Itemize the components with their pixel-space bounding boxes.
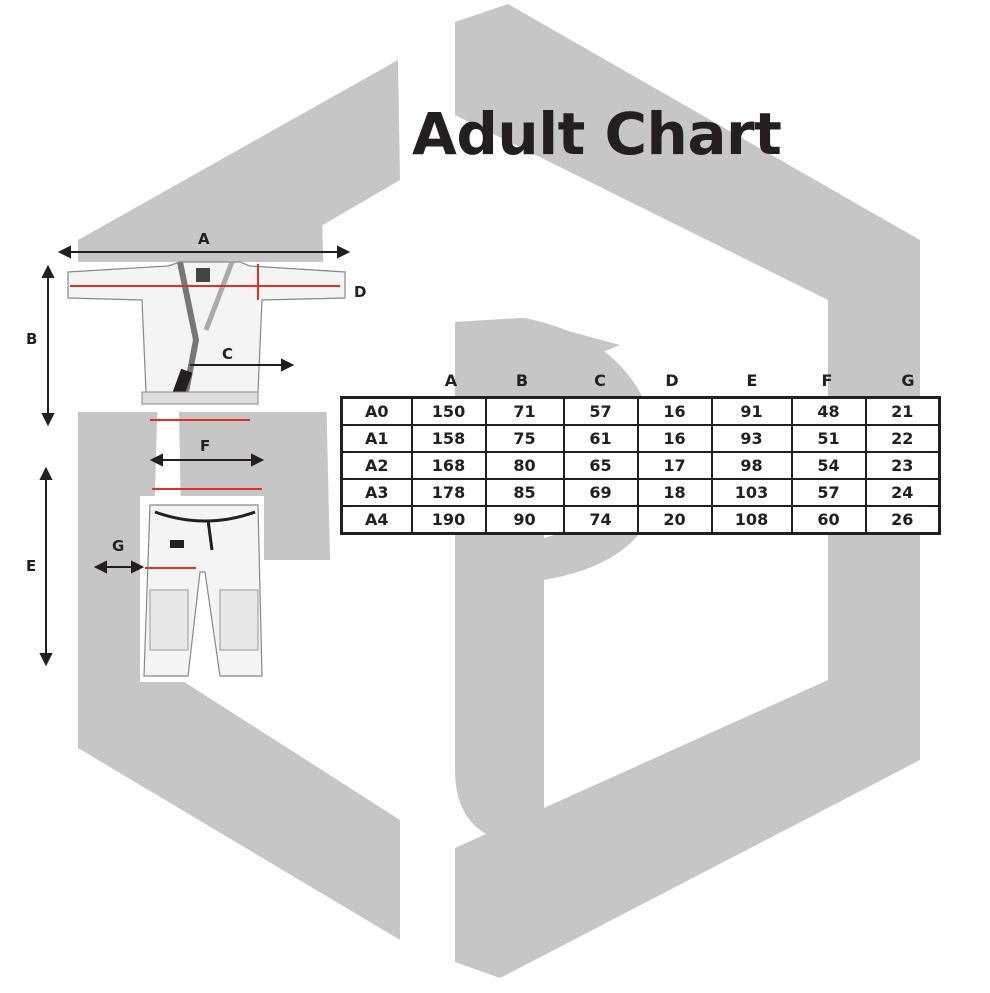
column-header-c: C bbox=[594, 371, 606, 390]
size-label: A1 bbox=[341, 424, 413, 453]
table-cell: 23 bbox=[864, 451, 941, 480]
table-cell: 75 bbox=[484, 424, 565, 453]
table-row: A0 150 71 57 16 91 48 21 bbox=[341, 396, 941, 426]
dimension-label-c: C bbox=[222, 345, 234, 363]
column-header-d: D bbox=[665, 371, 679, 390]
column-header-f: F bbox=[821, 371, 833, 390]
table-cell: 80 bbox=[484, 451, 565, 480]
table-row: A1 158 75 61 16 93 51 22 bbox=[341, 424, 941, 453]
table-cell: 69 bbox=[562, 478, 639, 507]
column-header-b: B bbox=[515, 371, 529, 390]
table-cell: 18 bbox=[636, 478, 713, 507]
size-label: A4 bbox=[341, 505, 413, 535]
logo-right-piece bbox=[455, 4, 920, 978]
table-cell: 21 bbox=[864, 396, 941, 426]
table-cell: 17 bbox=[636, 451, 713, 480]
logo-band bbox=[455, 318, 620, 400]
table-cell: 85 bbox=[484, 478, 565, 507]
table-cell: 93 bbox=[710, 424, 793, 453]
column-header-g: G bbox=[901, 371, 915, 390]
table-cell: 20 bbox=[636, 505, 713, 535]
dimension-label-d: D bbox=[354, 283, 367, 301]
table-cell: 178 bbox=[410, 478, 487, 507]
dimension-label-b: B bbox=[26, 330, 38, 348]
table-cell: 168 bbox=[410, 451, 487, 480]
table-row: A4 190 90 74 20 108 60 26 bbox=[341, 505, 941, 535]
table-cell: 108 bbox=[710, 505, 793, 535]
table-cell: 150 bbox=[410, 396, 487, 426]
table-cell: 24 bbox=[864, 478, 941, 507]
table-cell: 65 bbox=[562, 451, 639, 480]
pants-illustration bbox=[140, 488, 264, 682]
table-cell: 190 bbox=[410, 505, 487, 535]
size-label: A3 bbox=[341, 478, 413, 507]
size-table: A0 150 71 57 16 91 48 21 A1 158 75 61 16… bbox=[340, 396, 941, 535]
jacket-illustration bbox=[66, 261, 348, 421]
page-title: Adult Chart bbox=[412, 100, 782, 168]
jacket-arrows bbox=[41, 245, 351, 427]
dimension-label-e: E bbox=[26, 557, 37, 575]
table-cell: 57 bbox=[562, 396, 639, 426]
dimension-label-g: G bbox=[112, 537, 125, 555]
table-cell: 103 bbox=[710, 478, 793, 507]
table-cell: 158 bbox=[410, 424, 487, 453]
table-cell: 48 bbox=[790, 396, 867, 426]
table-cell: 57 bbox=[790, 478, 867, 507]
table-cell: 71 bbox=[484, 396, 565, 426]
dimension-label-a: A bbox=[198, 230, 210, 248]
pants-arrows bbox=[39, 453, 265, 667]
table-cell: 74 bbox=[562, 505, 639, 535]
table-cell: 61 bbox=[562, 424, 639, 453]
size-label: A2 bbox=[341, 451, 413, 480]
column-header-a: A bbox=[444, 371, 458, 390]
table-cell: 98 bbox=[710, 451, 793, 480]
table-cell: 16 bbox=[636, 396, 713, 426]
dimension-label-f: F bbox=[200, 437, 211, 455]
table-cell: 60 bbox=[790, 505, 867, 535]
column-header-e: E bbox=[746, 371, 758, 390]
table-cell: 22 bbox=[864, 424, 941, 453]
table-cell: 16 bbox=[636, 424, 713, 453]
table-cell: 91 bbox=[710, 396, 793, 426]
table-row: A3 178 85 69 18 103 57 24 bbox=[341, 478, 941, 507]
table-row: A2 168 80 65 17 98 54 23 bbox=[341, 451, 941, 480]
table-cell: 51 bbox=[790, 424, 867, 453]
table-cell: 26 bbox=[864, 505, 941, 535]
table-cell: 54 bbox=[790, 451, 867, 480]
size-label: A0 bbox=[341, 396, 413, 426]
table-cell: 90 bbox=[484, 505, 565, 535]
